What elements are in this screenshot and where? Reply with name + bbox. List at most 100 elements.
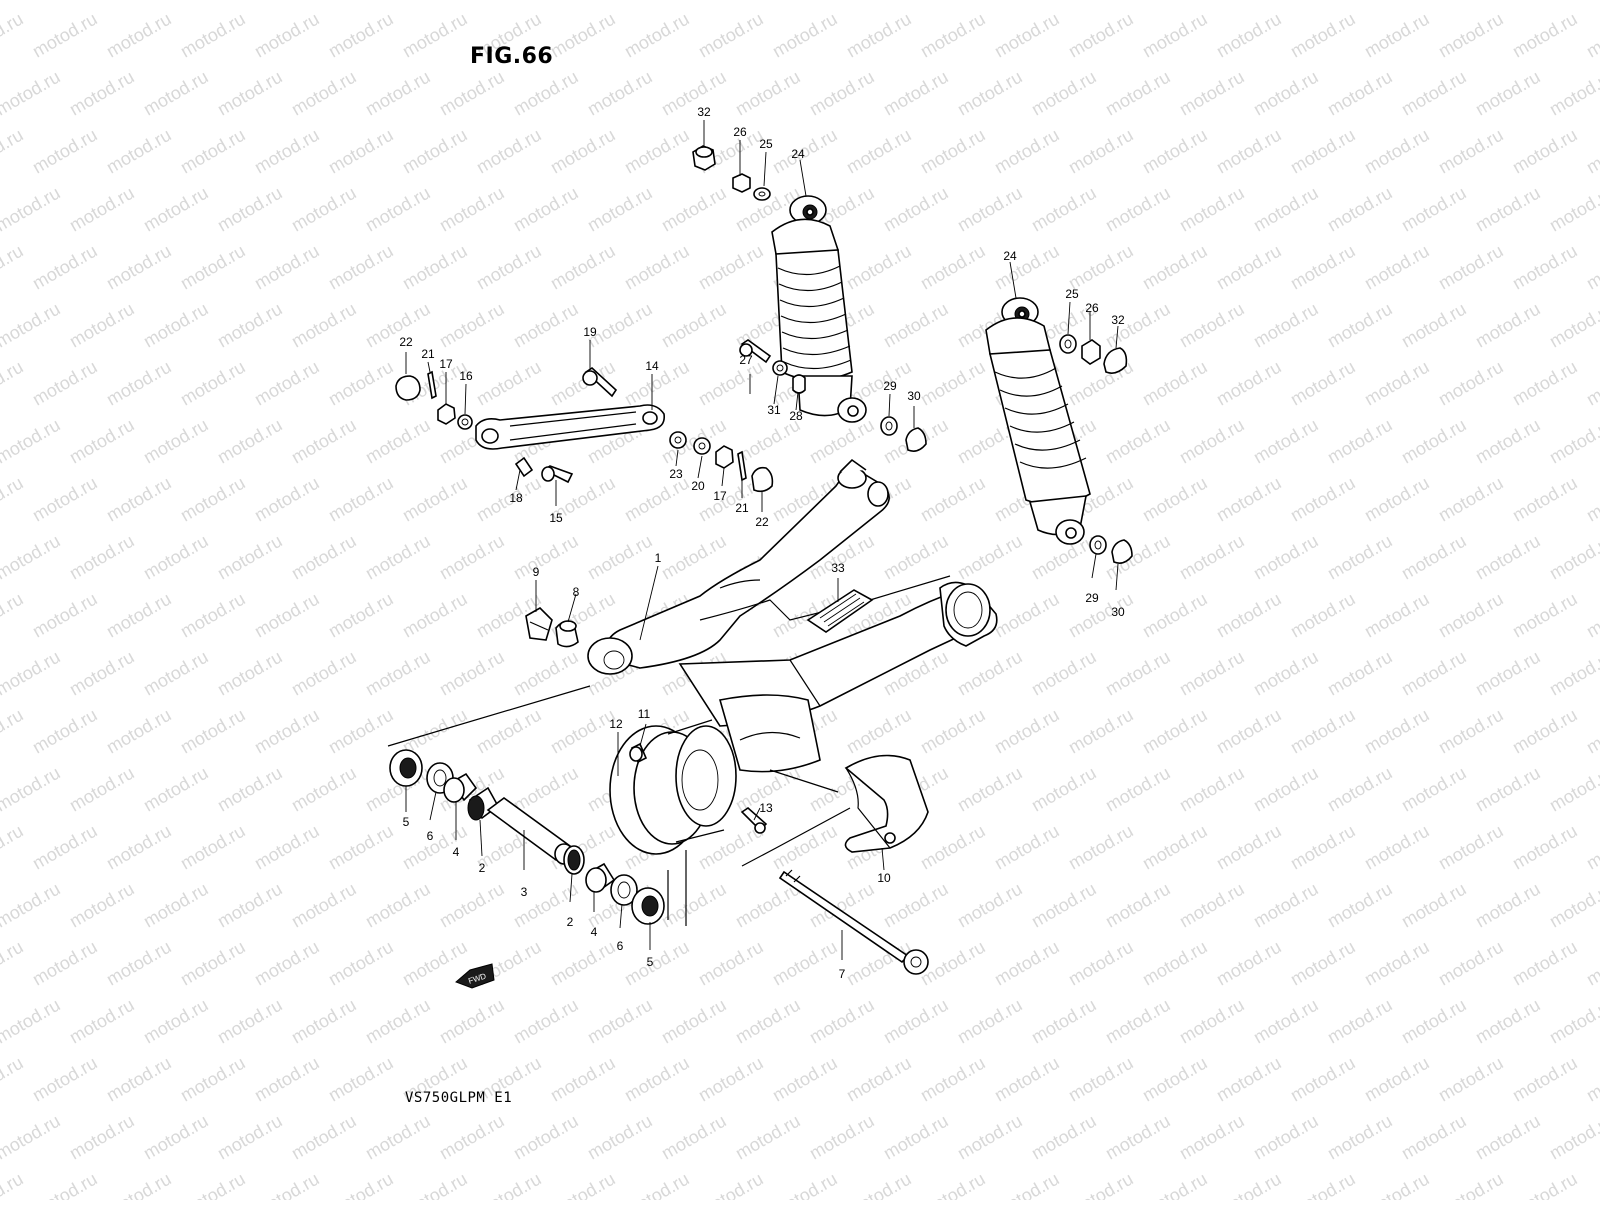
watermark-text: motod.ru [140,763,212,816]
watermark-text: motod.ru [991,9,1063,62]
callout-16: 16 [459,369,473,383]
watermark-text: motod.ru [214,0,286,3]
watermark-text: motod.ru [1435,705,1507,758]
watermark-text: motod.ru [1398,183,1470,236]
watermark-text: motod.ru [0,415,64,468]
watermark-text: motod.ru [1250,647,1322,700]
swingarm-cover [844,754,929,853]
watermark-text: motod.ru [0,1169,27,1200]
watermark-text: motod.ru [1546,183,1600,236]
watermark-text: motod.ru [140,415,212,468]
watermark-text: motod.ru [954,995,1026,1048]
swingarm-assembly [587,458,998,773]
watermark-text: motod.ru [1509,1053,1581,1106]
watermark-text: motod.ru [325,705,397,758]
callout-11: 11 [638,707,651,721]
watermark-text: motod.ru [695,1053,767,1106]
callout-22: 22 [399,335,413,349]
watermark-text: motod.ru [325,125,397,178]
callout-33: 33 [831,561,845,575]
watermark-text: motod.ru [1583,821,1600,874]
watermark-text: motod.ru [621,1053,693,1106]
watermark-text: motod.ru [510,183,582,236]
watermark-text: motod.ru [1287,705,1359,758]
callout-5: 5 [647,955,654,969]
watermark-text: motod.ru [29,357,101,410]
figure-title: FIG.66 [470,44,554,69]
watermark-text: motod.ru [214,647,286,700]
watermark-text: motod.ru [0,1111,64,1164]
watermark-text: motod.ru [288,183,360,236]
watermark-text: motod.ru [1139,473,1211,526]
watermark-text: motod.ru [66,647,138,700]
callout-numbers: 32 26 25 24 24 25 26 32 22 21 17 16 19 1… [399,105,1125,981]
watermark-text: motod.ru [1250,67,1322,120]
watermark-text: motod.ru [1546,995,1600,1048]
watermark-text: motod.ru [880,299,952,352]
watermark-text: motod.ru [1139,937,1211,990]
watermark-text: motod.ru [140,0,212,3]
watermark-text: motod.ru [1324,0,1396,3]
watermark-text: motod.ru [1065,937,1137,990]
watermark-text: motod.ru [103,9,175,62]
watermark-text: motod.ru [473,1169,545,1200]
watermark-text: motod.ru [1509,589,1581,642]
watermark-text: motod.ru [1583,241,1600,294]
watermark-text: motod.ru [362,647,434,700]
watermark-text: motod.ru [1028,879,1100,932]
watermark-text: motod.ru [325,1169,397,1200]
watermark-text: motod.ru [288,1111,360,1164]
watermark-text: motod.ru [584,531,656,584]
watermark-text: motod.ru [177,241,249,294]
bushing-parts [525,607,579,648]
watermark-text: motod.ru [991,821,1063,874]
watermark-text: motod.ru [1287,1169,1359,1200]
watermark-text: motod.ru [288,299,360,352]
watermark-text: motod.ru [991,589,1063,642]
watermark-text: motod.ru [1509,357,1581,410]
watermark-text: motod.ru [251,821,323,874]
watermark-text: motod.ru [1213,241,1285,294]
callout-29: 29 [883,379,897,393]
watermark-text: motod.ru [1213,1053,1285,1106]
watermark-text: motod.ru [214,67,286,120]
watermark-text: motod.ru [658,183,730,236]
callout-21: 21 [421,347,435,361]
watermark-text: motod.ru [29,9,101,62]
watermark-text: motod.ru [1139,589,1211,642]
right-shock-top-hardware [1059,334,1128,374]
watermark-text: motod.ru [1546,0,1600,3]
watermark-text: motod.ru [177,473,249,526]
watermark-text: motod.ru [1509,241,1581,294]
watermark-text: motod.ru [29,241,101,294]
watermark-text: motod.ru [0,9,27,62]
watermark-text: motod.ru [177,125,249,178]
watermark-text: motod.ru [177,1169,249,1200]
watermark-text: motod.ru [140,1111,212,1164]
watermark-text: motod.ru [843,1053,915,1106]
watermark-text: motod.ru [399,473,471,526]
watermark-text: motod.ru [917,1169,989,1200]
watermark-text: motod.ru [732,995,804,1048]
watermark-text: motod.ru [547,705,619,758]
watermark-text: motod.ru [177,9,249,62]
watermark-text: motod.ru [1176,879,1248,932]
watermark-text: motod.ru [1583,9,1600,62]
watermark-text: motod.ru [1398,299,1470,352]
watermark-text: motod.ru [1398,879,1470,932]
watermark-text: motod.ru [251,125,323,178]
watermark-text: motod.ru [695,241,767,294]
watermark-text: motod.ru [954,1111,1026,1164]
watermark-text: motod.ru [1213,589,1285,642]
watermark-text: motod.ru [769,1053,841,1106]
watermark-text: motod.ru [954,879,1026,932]
watermark-text: motod.ru [1287,357,1359,410]
watermark-text: motod.ru [399,9,471,62]
watermark-text: motod.ru [1028,995,1100,1048]
watermark-text: motod.ru [1583,937,1600,990]
watermark-text: motod.ru [399,589,471,642]
watermark-text: motod.ru [1287,473,1359,526]
watermark-text: motod.ru [1176,299,1248,352]
watermark-text: motod.ru [436,879,508,932]
pivot-shaft [778,869,929,975]
